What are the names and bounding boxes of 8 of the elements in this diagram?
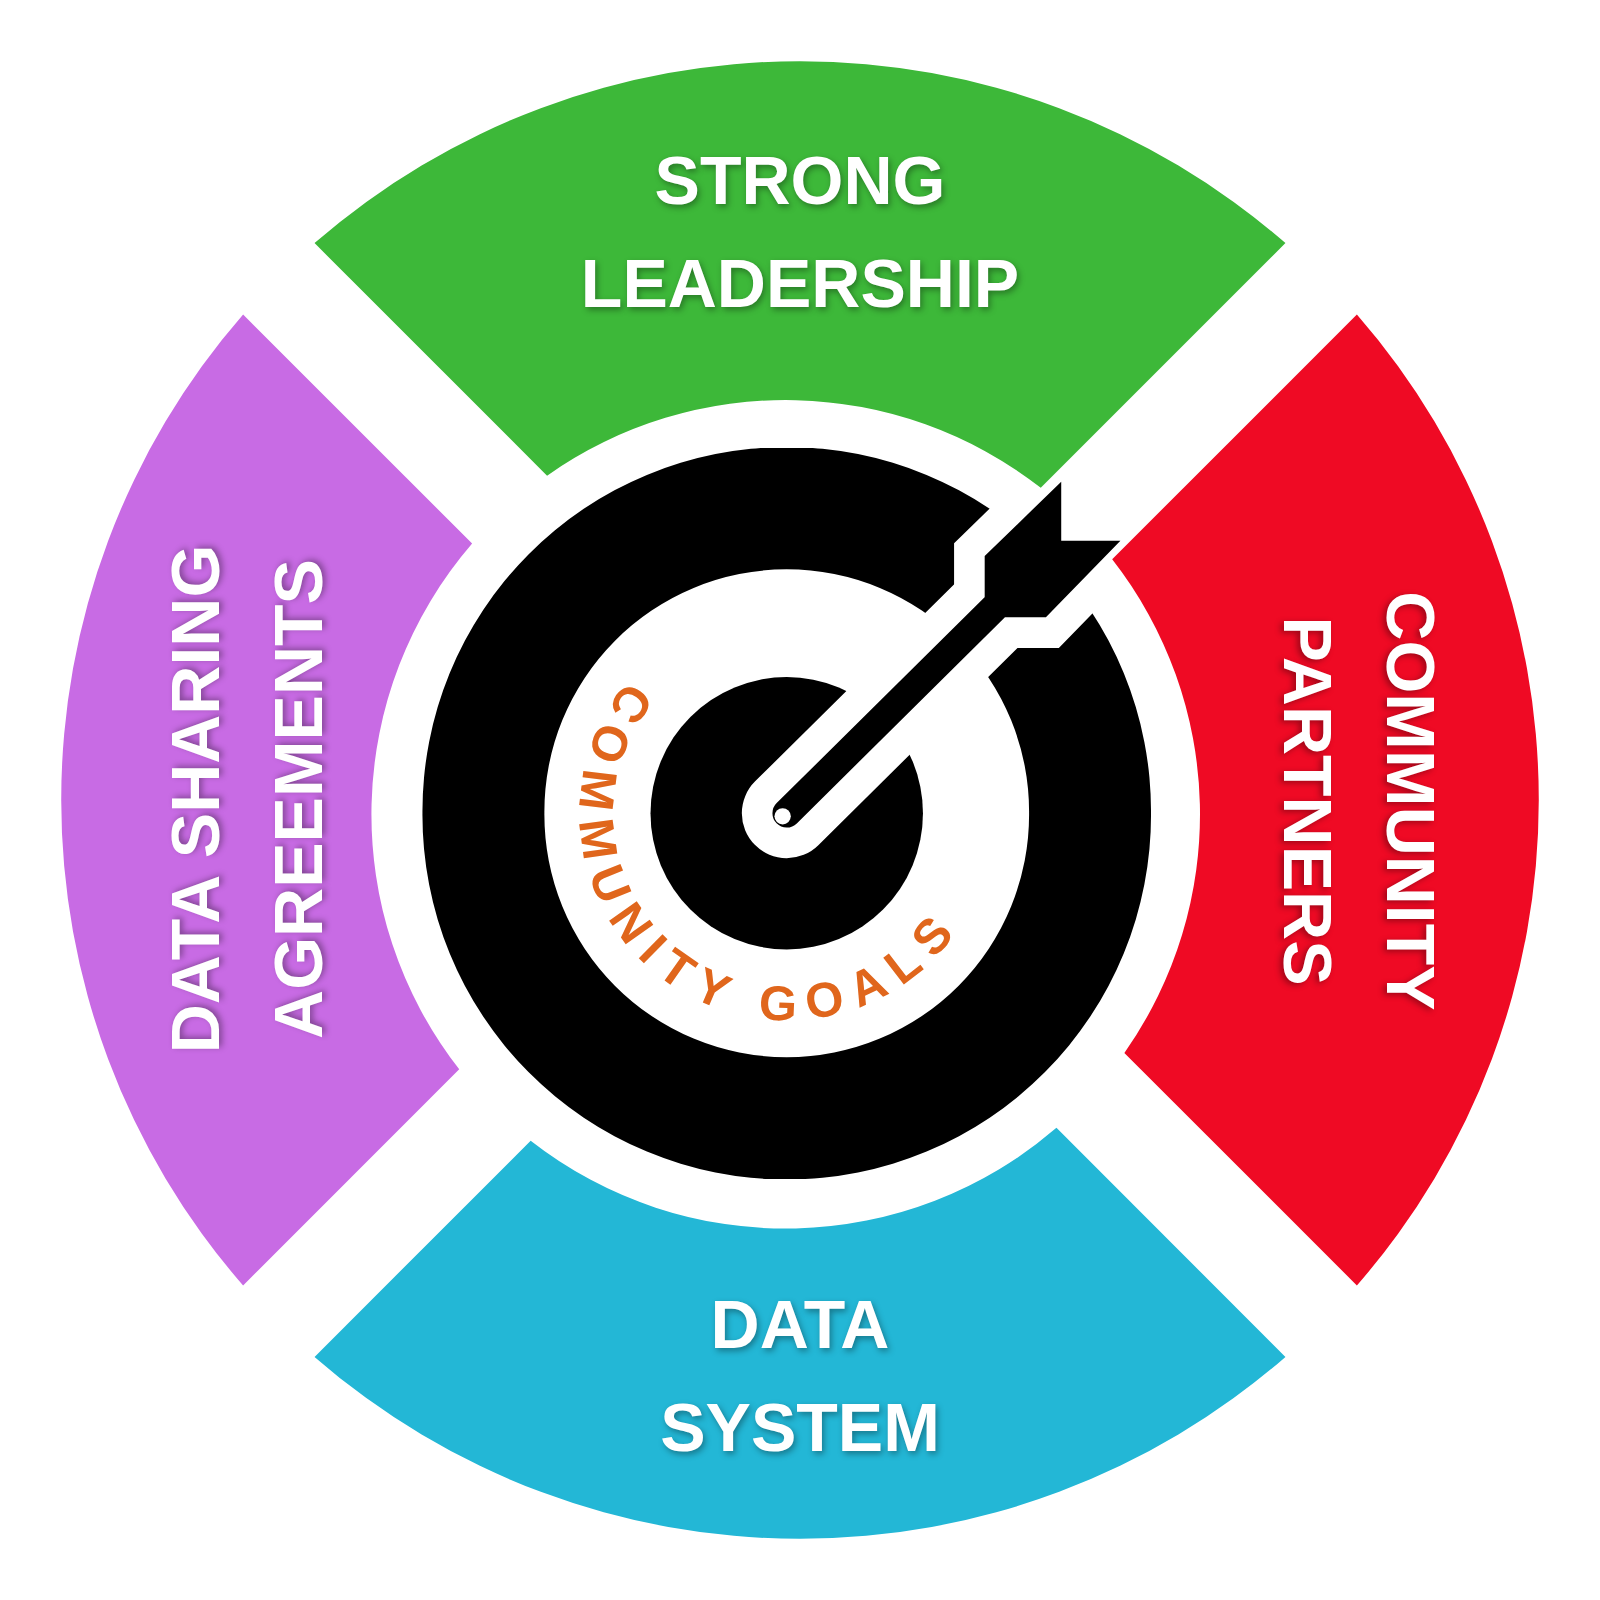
- ring-segment: [314, 61, 1286, 488]
- segment-label: DATA SYSTEM: [659, 1284, 941, 1467]
- ring-segment: [61, 314, 473, 1286]
- segment-label: DATA SHARING AGREEMENTS: [155, 543, 337, 1056]
- segment-label: COMMUNITY PARTNERS: [1269, 590, 1451, 1013]
- ring-segment: [1112, 314, 1539, 1286]
- ring-segment: [314, 1127, 1286, 1539]
- segment-label: STRONG LEADERSHIP: [579, 140, 1021, 323]
